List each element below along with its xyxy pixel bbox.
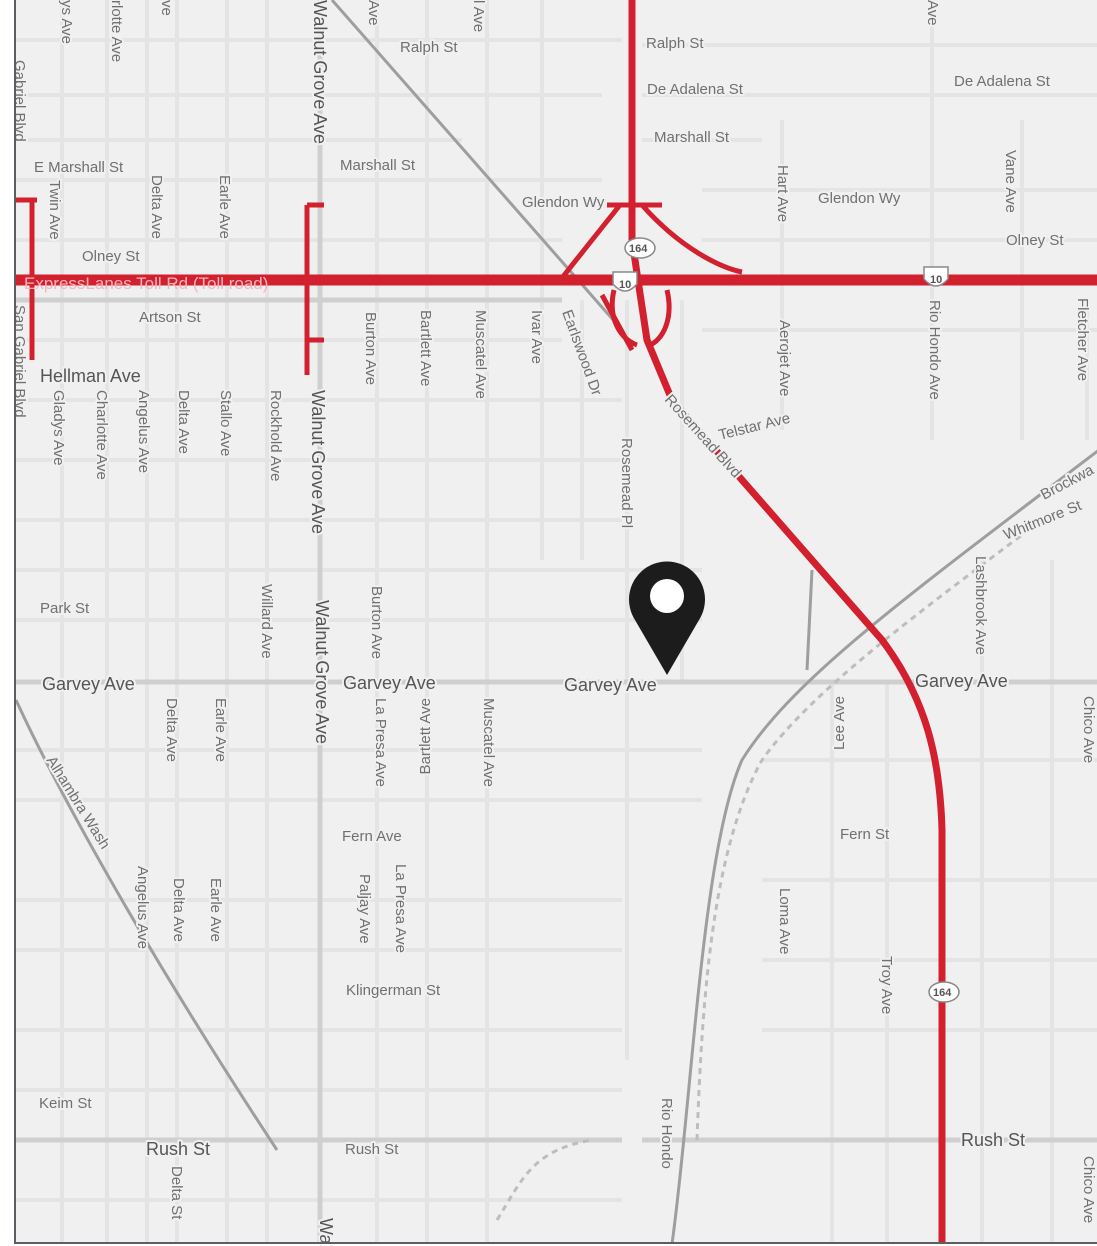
label-san-gabriel-top: Gabriel Blvd xyxy=(16,60,28,142)
label-glendon-wy-left: Glendon Wy xyxy=(522,194,605,211)
label-rio-hondo-ave: Rio Hondo Ave xyxy=(926,300,943,400)
label-top-5: l Ave xyxy=(470,0,487,32)
svg-text:164: 164 xyxy=(629,243,648,255)
label-la-presa-ave-2: La Presa Ave xyxy=(392,864,409,953)
label-garvey-ave-4: Garvey Ave xyxy=(915,671,1008,691)
minor-roads xyxy=(16,0,1097,1242)
label-rio-hondo: Rio Hondo xyxy=(658,1098,675,1169)
label-fern-st: Fern St xyxy=(840,826,890,843)
label-olney-st-left: Olney St xyxy=(82,248,140,265)
interstate-10-shield-a: 10 xyxy=(612,271,638,292)
label-delta-ave-3: Delta Ave xyxy=(163,698,180,762)
label-angelus-ave-1: Angelus Ave xyxy=(135,390,152,473)
label-vane-ave: Vane Ave xyxy=(1002,150,1019,213)
interstate-10-shield-b: 10 xyxy=(923,266,949,287)
label-walnut-grove-1: Walnut Grove Ave xyxy=(308,390,328,534)
label-loma-ave: Loma Ave xyxy=(776,888,793,954)
label-rush-st-2: Rush St xyxy=(345,1141,399,1158)
label-earle-ave-3: Earle Ave xyxy=(207,878,224,942)
label-muscatel-ave-1: Muscatel Ave xyxy=(472,310,489,399)
label-toll-road: ExpressLanes Toll Rd (Toll road) xyxy=(24,274,268,293)
label-troy-ave: Troy Ave xyxy=(878,956,895,1014)
label-rush-st-3: Rush St xyxy=(961,1130,1025,1150)
label-fern-ave: Fern Ave xyxy=(342,828,402,845)
label-delta-ave-2: Delta Ave xyxy=(175,390,192,454)
label-olney-st-right: Olney St xyxy=(1006,232,1064,249)
label-de-adalena-right: De Adalena St xyxy=(954,73,1051,90)
label-whitmore-st: Whitmore St xyxy=(1001,497,1085,544)
label-rush-st-1: Rush St xyxy=(146,1139,210,1159)
label-twin-ave: Twin Ave xyxy=(46,180,63,240)
label-hart-ave: Hart Ave xyxy=(774,165,791,222)
label-e-marshall-st: E Marshall St xyxy=(34,159,124,176)
label-burton-ave-2: Burton Ave xyxy=(368,586,385,659)
label-rockhold-ave: Rockhold Ave xyxy=(267,390,284,481)
label-brockway: Brockwa xyxy=(1038,461,1097,503)
label-delta-st: Delta St xyxy=(168,1166,185,1220)
label-garvey-ave-1: Garvey Ave xyxy=(42,674,135,694)
label-la-presa-ave-1: La Presa Ave xyxy=(372,698,389,787)
label-hellman-ave: Hellman Ave xyxy=(40,366,141,386)
label-klingerman-st: Klingerman St xyxy=(346,982,441,999)
label-ralph-st-left: Ralph St xyxy=(400,39,458,56)
label-walnut-grove-top: Walnut Grove Ave xyxy=(310,0,330,144)
rail-dashed xyxy=(495,518,1043,1221)
label-keim-st: Keim St xyxy=(39,1095,92,1112)
vertical-labels: ys Ave rlotte Ave ve Ave l Ave Ave Gabri… xyxy=(16,0,1097,1244)
label-walnut-grove-2: Walnut Grove Ave xyxy=(312,600,332,744)
label-muscatel-ave-2: Muscatel Ave xyxy=(480,698,497,787)
label-top-2: rlotte Ave xyxy=(108,0,125,62)
label-top-4: Ave xyxy=(365,0,382,26)
label-top-1: ys Ave xyxy=(58,0,75,44)
svg-text:10: 10 xyxy=(930,274,942,286)
label-alhambra-wash: Alhambra Wash xyxy=(43,753,114,852)
state-route-164-shield-a: 164 xyxy=(624,237,656,259)
svg-text:164: 164 xyxy=(933,987,952,999)
label-fletcher-ave: Fletcher Ave xyxy=(1074,298,1091,381)
label-stallo-ave: Stallo Ave xyxy=(217,390,234,456)
label-san-gabriel-blvd: San Gabriel Blvd xyxy=(16,305,28,418)
map-pin-icon[interactable] xyxy=(629,561,705,675)
freeway-sr164 xyxy=(628,0,946,1242)
label-de-adalena-left: De Adalena St xyxy=(647,81,744,98)
label-ralph-st-right: Ralph St xyxy=(646,35,704,52)
freeway-ramps xyxy=(16,197,743,375)
state-route-164-shield-b: 164 xyxy=(928,981,960,1003)
label-lashbrook-ave: Lashbrook Ave xyxy=(972,556,989,655)
label-garvey-ave-2: Garvey Ave xyxy=(343,673,436,693)
label-garvey-ave-3: Garvey Ave xyxy=(564,675,657,695)
label-walnut-grove-bottom: Wa xyxy=(316,1218,336,1244)
label-rosemead-pl: Rosemead Pl xyxy=(618,438,635,528)
label-earle-ave-1: Earle Ave xyxy=(216,175,233,239)
label-aerojet-ave: Aerojet Ave xyxy=(776,320,793,396)
label-charlotte-ave-2: Charlotte Ave xyxy=(93,390,110,480)
label-top-3: ve xyxy=(158,0,175,16)
svg-text:10: 10 xyxy=(619,279,631,291)
label-burton-ave-1: Burton Ave xyxy=(362,312,379,385)
label-ivar-ave: Ivar Ave xyxy=(528,310,545,364)
map-view[interactable]: 10 10 164 164 Ralph St Ralph St De Adale… xyxy=(14,0,1097,1244)
label-marshall-st-right: Marshall St xyxy=(654,129,730,146)
label-bartlett-ave-2: Bartlett Ave xyxy=(417,698,434,774)
label-gladys-ave-2: Gladys Ave xyxy=(50,390,67,466)
label-telstar-ave: Telstar Ave xyxy=(717,410,792,444)
label-park-st: Park St xyxy=(40,600,90,617)
label-glendon-wy-right: Glendon Wy xyxy=(818,190,901,207)
label-chico-ave-2: Chico Ave xyxy=(1080,1156,1097,1223)
label-artson-st: Artson St xyxy=(139,309,202,326)
label-earle-ave-2: Earle Ave xyxy=(212,698,229,762)
label-delta-ave-4: Delta Ave xyxy=(170,878,187,942)
label-lee-ave: Lee Ave xyxy=(831,696,848,750)
label-willard-ave: Willard Ave xyxy=(258,584,275,659)
map-canvas[interactable]: 10 10 164 164 Ralph St Ralph St De Adale… xyxy=(16,0,1097,1244)
label-chico-ave-1: Chico Ave xyxy=(1080,696,1097,763)
label-bartlett-ave-1: Bartlett Ave xyxy=(417,310,434,386)
label-marshall-st-mid: Marshall St xyxy=(340,157,416,174)
label-angelus-ave-2: Angelus Ave xyxy=(134,866,151,949)
label-top-6: Ave xyxy=(924,0,941,26)
label-delta-ave-1: Delta Ave xyxy=(148,175,165,239)
label-paljay-ave: Paljay Ave xyxy=(356,874,373,944)
